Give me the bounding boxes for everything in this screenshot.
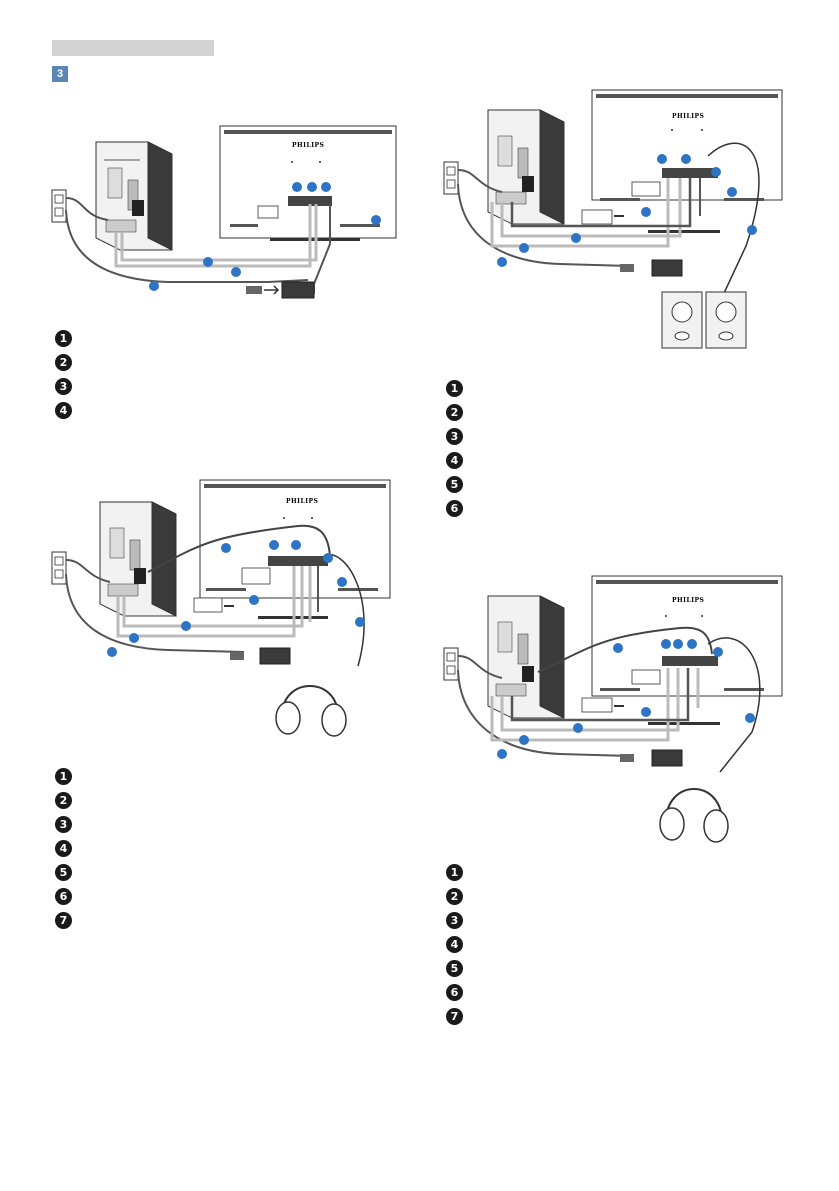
headphones-icon	[659, 788, 729, 843]
number-bullet: 1	[446, 379, 463, 397]
number-bullet: 3	[446, 911, 463, 929]
list-item: 5	[55, 860, 72, 884]
number-bullet: 6	[446, 983, 463, 1001]
list-item: 2	[446, 884, 463, 908]
number-bullet: 3	[55, 377, 72, 395]
connection-diagram-basic: PHILIPS	[51, 125, 397, 299]
number-bullet: 2	[55, 353, 72, 371]
number-bullet: 1	[55, 329, 72, 347]
pc-tower-icon	[99, 501, 177, 617]
brand-label: PHILIPS	[672, 597, 704, 604]
list-item: 5	[446, 956, 463, 980]
number-bullet: 6	[446, 499, 463, 517]
wall-outlet-icon	[443, 647, 459, 681]
number-bullet: 4	[55, 401, 72, 419]
list-item: 2	[446, 400, 463, 424]
number-bullet: 5	[446, 475, 463, 493]
list-item: 6	[55, 884, 72, 908]
wall-outlet-icon	[51, 551, 67, 585]
list-item: 4	[446, 448, 463, 472]
list-item: 2	[55, 350, 72, 374]
list-item: 7	[446, 1004, 463, 1028]
power-adapter-icon	[230, 647, 291, 665]
speakers-icon	[661, 291, 747, 349]
legend-list-headphones-left: 1 2 3 4 5 6 7	[55, 764, 72, 932]
number-bullet: 2	[55, 791, 72, 809]
legend-list-headphones-right: 1 2 3 4 5 6 7	[446, 860, 463, 1028]
number-bullet: 4	[55, 839, 72, 857]
headphones-icon	[275, 685, 347, 737]
brand-label: PHILIPS	[292, 142, 324, 149]
step-number-badge: 3	[52, 66, 68, 82]
list-item: 1	[55, 326, 72, 350]
list-item: 3	[446, 424, 463, 448]
legend-list-speakers: 1 2 3 4 5 6	[446, 376, 463, 520]
number-bullet: 3	[446, 427, 463, 445]
number-bullet: 3	[55, 815, 72, 833]
monitor-back-icon: PHILIPS	[591, 89, 783, 233]
list-item: 4	[55, 836, 72, 860]
list-item: 3	[55, 812, 72, 836]
number-bullet: 2	[446, 403, 463, 421]
list-item: 1	[55, 764, 72, 788]
number-bullet: 7	[446, 1007, 463, 1025]
brand-label: PHILIPS	[672, 113, 704, 120]
number-bullet: 1	[446, 863, 463, 881]
legend-list-basic: 1 2 3 4	[55, 326, 72, 422]
list-item: 2	[55, 788, 72, 812]
connection-diagram-headphones-right: PHILIPS	[443, 575, 783, 843]
list-item: 6	[446, 496, 463, 520]
pc-tower-icon	[95, 141, 173, 251]
number-bullet: 4	[446, 451, 463, 469]
number-bullet: 5	[55, 863, 72, 881]
brand-label: PHILIPS	[286, 498, 318, 505]
list-item: 6	[446, 980, 463, 1004]
monitor-back-icon: PHILIPS	[219, 125, 397, 241]
number-bullet: 2	[446, 887, 463, 905]
usb-device-icon	[581, 209, 613, 225]
number-bullet: 1	[55, 767, 72, 785]
list-item: 1	[446, 860, 463, 884]
list-item: 3	[55, 374, 72, 398]
connection-diagram-headphones-left: PHILIPS	[51, 479, 391, 737]
number-bullet: 6	[55, 887, 72, 905]
pc-tower-icon	[487, 109, 565, 225]
usb-device-icon	[193, 597, 223, 613]
number-bullet: 5	[446, 959, 463, 977]
usb-device-icon	[581, 697, 613, 713]
list-item: 7	[55, 908, 72, 932]
wall-outlet-icon	[443, 161, 459, 195]
list-item: 1	[446, 376, 463, 400]
list-item: 5	[446, 472, 463, 496]
list-item: 3	[446, 908, 463, 932]
list-item: 4	[446, 932, 463, 956]
number-bullet: 7	[55, 911, 72, 929]
list-item: 4	[55, 398, 72, 422]
number-bullet: 4	[446, 935, 463, 953]
wall-outlet-icon	[51, 189, 67, 223]
pc-tower-icon	[487, 595, 565, 719]
power-adapter-icon	[246, 281, 315, 299]
power-adapter-icon	[620, 259, 683, 277]
power-adapter-icon	[620, 749, 683, 767]
section-header-bar	[52, 40, 214, 56]
connection-diagram-speakers: PHILIPS	[443, 89, 783, 349]
